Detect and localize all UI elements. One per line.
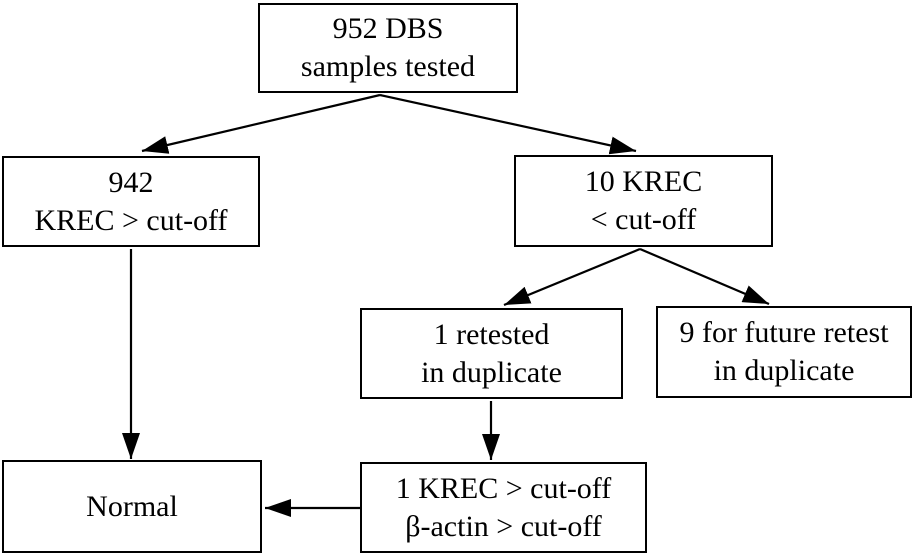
node-text-line: in duplicate [421, 355, 562, 389]
node-retested-in-duplicate: 1 retested in duplicate [360, 308, 623, 399]
node-retest-result: 1 KREC > cut-off β-actin > cut-off [360, 462, 647, 553]
edge-below-cutoff-to-retested [503, 247, 641, 307]
node-text-line: β-actin > cut-off [405, 509, 602, 543]
edge-samples-to-above-cutoff [141, 93, 381, 154]
node-text-line: 952 DBS [332, 12, 444, 45]
node-future-retest: 9 for future retest in duplicate [656, 306, 912, 398]
node-text-line: Normal [86, 489, 178, 523]
node-text-line: < cut-off [590, 203, 697, 236]
node-normal: Normal [2, 460, 262, 553]
edge-samples-to-below-cutoff [379, 93, 637, 155]
node-krec-above-cutoff: 942 KREC > cut-off [2, 156, 260, 247]
node-text-line: 942 [108, 165, 154, 199]
node-text-line: 1 KREC > cut-off [395, 471, 612, 505]
node-krec-below-cutoff: 10 KREC < cut-off [514, 155, 773, 247]
node-text-line: KREC > cut-off [34, 203, 228, 237]
node-text-line: 9 for future retest [679, 316, 889, 349]
node-samples-tested: 952 DBS samples tested [258, 3, 518, 93]
edge-below-cutoff-to-future-retest [639, 247, 770, 306]
node-text-line: 1 retested [433, 317, 550, 351]
node-text-line: samples tested [300, 50, 476, 83]
node-text-line: in duplicate [713, 354, 855, 387]
node-text-line: 10 KREC [584, 165, 703, 198]
